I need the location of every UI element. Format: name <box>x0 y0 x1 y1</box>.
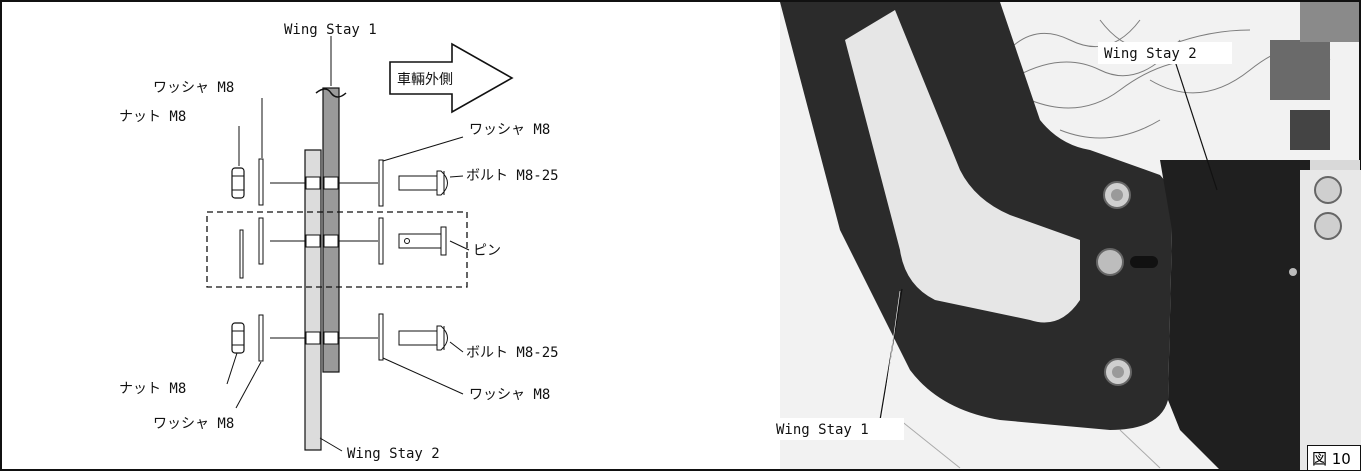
assembly-row-bottom <box>231 313 448 362</box>
assembly-diagram: 車輛外側 Wing Stay 1 ワッシャ M8 ナット M8 ワッシャ M8 … <box>119 22 559 462</box>
leader-washer-br <box>382 357 464 395</box>
wing-stay-2-plate <box>304 149 322 451</box>
direction-label: 車輛外側 <box>397 71 453 88</box>
washer-top-right <box>378 159 384 207</box>
leader-pin <box>449 240 470 251</box>
hole-ws2-top <box>305 176 321 190</box>
label-nut-top: ナット M8 <box>119 109 186 125</box>
pin-slot-photo <box>1130 256 1158 268</box>
hole-ws1-bottom <box>323 331 339 345</box>
figure-tag: 図 10 <box>1307 445 1361 471</box>
wing-stay-1-cutout <box>845 10 1080 323</box>
pin-clip <box>239 229 244 279</box>
label-washer-bottom-right: ワッシャ M8 <box>469 387 550 403</box>
machinery-top <box>1300 2 1359 42</box>
washer-bottom-left <box>258 314 264 362</box>
assembly-row-top <box>231 158 448 207</box>
pin-dashed-box <box>206 211 468 288</box>
label-photo-wing-stay-2: Wing Stay 2 <box>1104 46 1197 62</box>
pin-photo <box>1096 248 1124 276</box>
bolt-bottom-shank <box>398 330 438 346</box>
direction-arrow <box>389 42 514 114</box>
hole-ws1-pin <box>323 234 339 248</box>
label-washer-bottom-left: ワッシャ M8 <box>153 416 234 432</box>
label-washer-top-left: ワッシャ M8 <box>153 80 234 96</box>
washer-bottom-right <box>378 313 384 361</box>
leader-nut-bottom <box>226 352 238 385</box>
washer-pin-left <box>258 217 264 265</box>
leader-washer-bl <box>235 361 262 409</box>
leader-bolt-bottom <box>449 341 464 353</box>
machinery-dark <box>1290 110 1330 150</box>
wing-stay-1-plate <box>322 87 340 373</box>
bolt-photo-right-1 <box>1314 176 1342 204</box>
bolt-top-shank <box>398 175 438 191</box>
label-bg-photo-ws2 <box>1098 42 1232 64</box>
leader-ws2 <box>319 437 343 452</box>
pin-head <box>440 226 447 256</box>
bolt-photo-right-2 <box>1314 212 1342 240</box>
nut-bottom <box>231 322 245 354</box>
label-bolt-top: ボルト M8-25 <box>466 168 559 184</box>
bolt-top-head <box>436 170 448 196</box>
leader-photo-ws2 <box>1174 60 1218 191</box>
bolt-bottom-head <box>436 325 448 351</box>
leader-washer-tr <box>382 136 464 162</box>
photo-panel: Wing Stay 2 Wing Stay 1 <box>770 2 1361 470</box>
label-bg-photo-ws1 <box>770 418 904 440</box>
label-washer-top-right: ワッシャ M8 <box>469 122 550 138</box>
label-wing-stay-2: Wing Stay 2 <box>347 446 440 462</box>
label-wing-stay-1: Wing Stay 1 <box>284 22 377 38</box>
plate-hole-photo <box>1289 268 1297 276</box>
assembly-row-pin <box>206 211 468 288</box>
leader-photo-ws1-highlight <box>881 290 901 421</box>
label-pin: ピン <box>473 243 501 259</box>
washer-top-left <box>258 158 264 206</box>
washer-pin-right <box>378 217 384 265</box>
break-symbol <box>315 88 347 98</box>
label-bolt-bottom: ボルト M8-25 <box>466 345 559 361</box>
label-photo-wing-stay-1: Wing Stay 1 <box>776 422 869 438</box>
hole-ws2-pin <box>305 234 321 248</box>
hole-ws2-bottom <box>305 331 321 345</box>
leader-bolt-top <box>449 175 464 178</box>
label-nut-bottom: ナット M8 <box>119 381 186 397</box>
wing-stay-2-photo <box>1160 160 1310 470</box>
machinery-block <box>1270 40 1330 100</box>
nut-top <box>231 167 245 199</box>
hole-ws1-top <box>323 176 339 190</box>
